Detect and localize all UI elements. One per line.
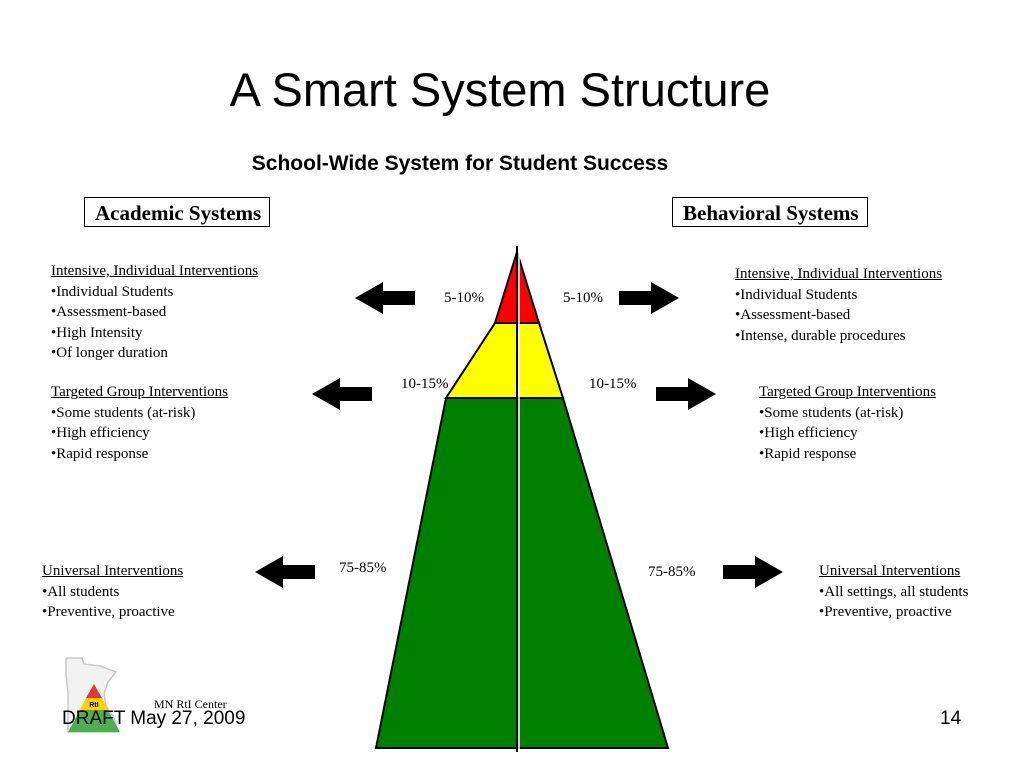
right-arrow-icon bbox=[656, 378, 716, 410]
list-item: •Rapid response bbox=[51, 445, 149, 462]
behavioral-systems-heading: Behavioral Systems bbox=[672, 197, 868, 227]
mn-rti-logo: RtI bbox=[65, 657, 120, 733]
slide-title: A Smart System Structure bbox=[229, 63, 771, 116]
list-item: •Some students (at-risk) bbox=[759, 404, 904, 421]
tier2-right-segment bbox=[516, 322, 565, 399]
tier2-left-segment bbox=[444, 322, 518, 399]
academic-tier2-percent: 10-15% bbox=[401, 376, 449, 392]
left-arrow-icon bbox=[255, 556, 315, 588]
list-item: •Preventive, proactive bbox=[42, 604, 175, 620]
footer-date: DRAFT May 27, 2009 bbox=[62, 708, 246, 729]
list-item: •Assessment-based bbox=[51, 304, 167, 320]
list-item: •Of longer duration bbox=[51, 345, 168, 361]
list-item: •High Intensity bbox=[51, 324, 143, 341]
page-number: 14 bbox=[940, 708, 962, 729]
academic-universal-title: Universal Interventions bbox=[42, 563, 184, 579]
behavioral-targeted-block: Targeted Group Interventions •Some stude… bbox=[759, 382, 936, 464]
academic-targeted-title: Targeted Group Interventions bbox=[51, 384, 228, 400]
academic-systems-heading: Academic Systems bbox=[84, 197, 271, 227]
academic-tier1-percent: 75-85% bbox=[339, 560, 387, 576]
academic-tier3-percent: 5-10% bbox=[444, 290, 484, 306]
list-item: •Assessment-based bbox=[735, 307, 851, 323]
list-item: •Some students (at-risk) bbox=[51, 404, 196, 421]
tier3-left-segment bbox=[493, 251, 518, 324]
tier3-right-segment bbox=[516, 251, 541, 324]
list-item: •Individual Students bbox=[51, 283, 174, 300]
academic-intensive-title: Intensive, Individual Interventions bbox=[51, 263, 259, 279]
list-item: •High efficiency bbox=[51, 425, 150, 441]
tier1-left-segment bbox=[374, 397, 518, 749]
left-arrow-icon bbox=[355, 282, 415, 314]
logo-tier1-shape bbox=[68, 710, 120, 732]
behavioral-intensive-title: Intensive, Individual Interventions bbox=[735, 266, 943, 282]
right-arrow-icon bbox=[619, 282, 679, 314]
logo-tier2-shape bbox=[80, 698, 108, 710]
behavioral-intensive-block: Intensive, Individual Interventions •Ind… bbox=[735, 264, 942, 346]
tier1-right-segment bbox=[516, 397, 670, 749]
right-arrow-icon bbox=[723, 556, 783, 588]
academic-universal-block: Universal Interventions •All students •P… bbox=[42, 561, 183, 623]
slide-subtitle: School-Wide System for Student Success bbox=[251, 152, 669, 175]
list-item: •Rapid response bbox=[759, 445, 857, 462]
logo-text: RtI bbox=[89, 702, 98, 709]
logo-caption: MN RtI Center bbox=[154, 697, 227, 711]
behavioral-targeted-title: Targeted Group Interventions bbox=[759, 384, 936, 400]
list-item: •All students bbox=[42, 583, 120, 600]
list-item: •Individual Students bbox=[735, 286, 858, 303]
behavioral-tier3-percent: 5-10% bbox=[563, 290, 603, 306]
behavioral-universal-title: Universal Interventions bbox=[819, 563, 961, 579]
behavioral-tier2-percent: 10-15% bbox=[589, 376, 637, 392]
list-item: •All settings, all students bbox=[819, 583, 969, 600]
behavioral-tier1-percent: 75-85% bbox=[648, 564, 696, 580]
academic-targeted-block: Targeted Group Interventions •Some stude… bbox=[51, 382, 228, 464]
list-item: •High efficiency bbox=[759, 425, 858, 441]
behavioral-universal-block: Universal Interventions •All settings, a… bbox=[819, 561, 968, 623]
left-arrow-icon bbox=[312, 378, 372, 410]
list-item: •Intense, durable procedures bbox=[735, 327, 906, 344]
logo-tier3-shape bbox=[86, 684, 102, 698]
academic-intensive-block: Intensive, Individual Interventions •Ind… bbox=[51, 261, 258, 364]
list-item: •Preventive, proactive bbox=[819, 604, 952, 620]
